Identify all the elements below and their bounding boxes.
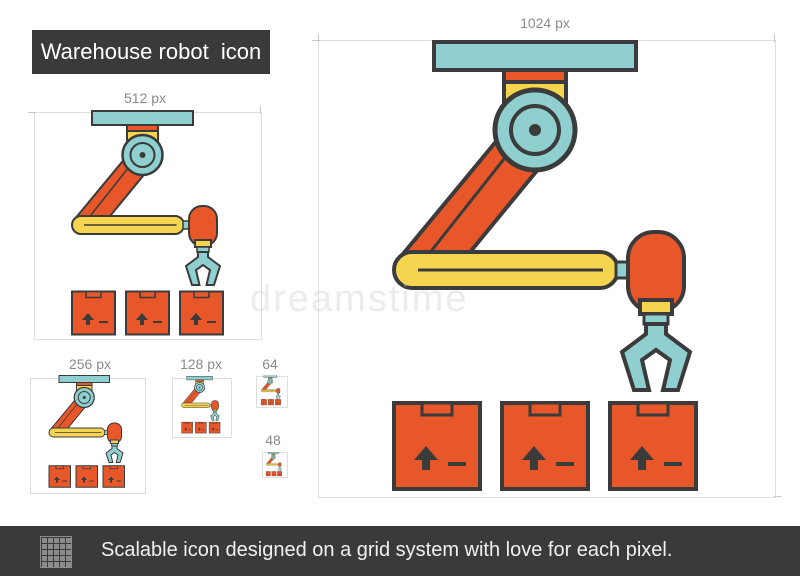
footer-bar: Scalable icon designed on a grid system … — [0, 526, 800, 576]
watermark: dreamstime — [250, 278, 469, 320]
size-label-64: 64 — [262, 356, 278, 372]
grid-icon — [40, 536, 72, 568]
size-label-512: 512 px — [123, 90, 167, 106]
corner-tick — [312, 40, 320, 41]
corner-tick — [774, 496, 782, 497]
corner-tick — [260, 106, 261, 114]
warehouse-robot-icon-512 — [70, 109, 225, 336]
corner-tick — [318, 34, 319, 42]
warehouse-robot-icon-48 — [265, 452, 283, 477]
warehouse-robot-icon-128 — [181, 376, 221, 434]
warehouse-robot-icon-256 — [48, 374, 126, 488]
size-label-1024: 1024 px — [520, 15, 570, 31]
size-label-256: 256 px — [68, 356, 112, 372]
size-label-48: 48 — [265, 432, 281, 448]
footer-text: Scalable icon designed on a grid system … — [101, 539, 673, 561]
size-label-128: 128 px — [179, 356, 223, 372]
corner-tick — [774, 34, 775, 42]
page-title: Warehouse robot icon — [32, 30, 270, 74]
warehouse-robot-icon-1024 — [318, 0, 774, 500]
corner-tick — [28, 112, 36, 113]
warehouse-robot-icon-64 — [260, 375, 281, 406]
